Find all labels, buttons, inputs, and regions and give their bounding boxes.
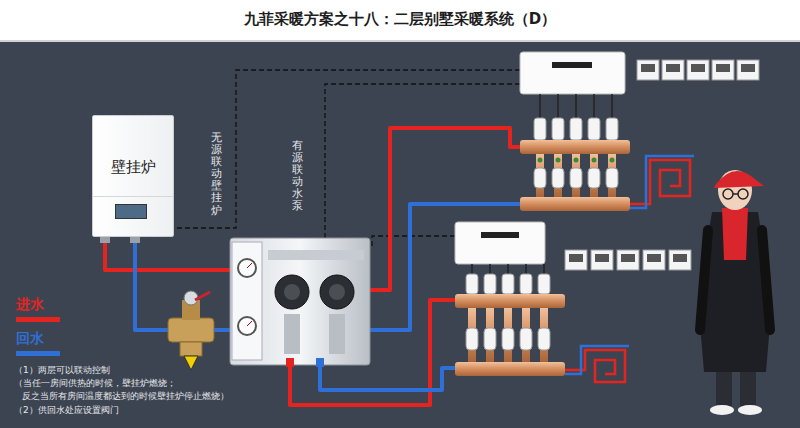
diagram-title: 九菲采暖方案之十八：二层别墅采暖系统（D） <box>0 10 800 29</box>
upper-manifold <box>520 52 630 211</box>
cartoon-person <box>698 170 772 415</box>
filter-valve <box>168 291 214 370</box>
thermostats <box>637 60 759 80</box>
floor-coil <box>565 346 629 382</box>
note-text: （当任一房间供热的时候，壁挂炉燃烧； <box>14 377 176 390</box>
title-rule <box>0 40 800 42</box>
control-wires <box>166 70 520 246</box>
wire-label: 无源联动壁挂炉 <box>211 132 222 217</box>
legend-item: 进水 <box>16 296 60 322</box>
wire-label: 有源联动水泵 <box>292 140 303 213</box>
legend-label: 回水 <box>16 330 60 348</box>
legend-swatch <box>16 351 60 356</box>
lower-manifold <box>455 222 565 376</box>
note-text: （2）供回水处应设置阀门 <box>14 404 119 417</box>
note-text: 反之当所有房间温度都达到的时候壁挂炉停止燃烧） <box>22 390 229 403</box>
hydraulic-module <box>230 238 370 367</box>
floor-coil <box>630 156 694 208</box>
boiler-panel-line <box>93 196 173 197</box>
thermostats <box>565 250 691 270</box>
boiler-display <box>115 204 147 219</box>
boiler-box: 壁挂炉 <box>92 115 174 237</box>
legend-swatch <box>16 317 60 322</box>
title-band <box>0 0 800 40</box>
legend-item: 回水 <box>16 330 60 356</box>
node-label: 壁挂炉 <box>93 158 173 177</box>
legend-label: 进水 <box>16 296 60 314</box>
note-text: （1）两层可以联动控制 <box>14 364 110 377</box>
